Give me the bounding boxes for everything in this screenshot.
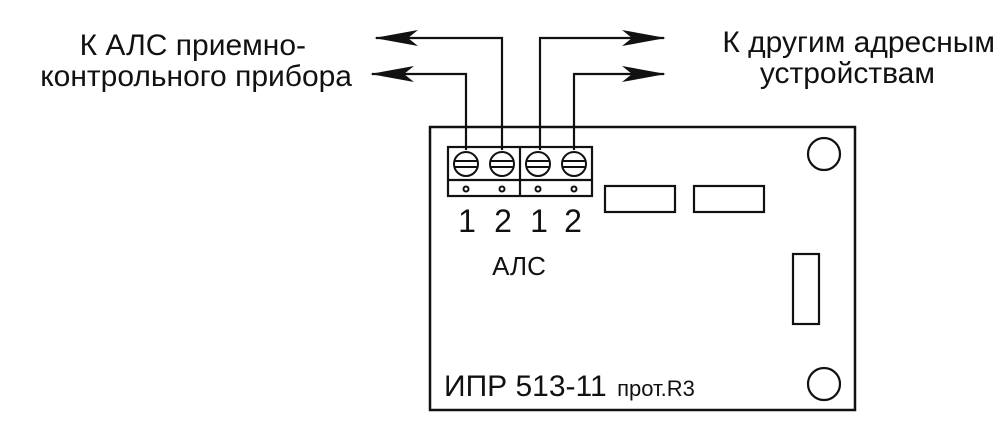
screw-2: [489, 151, 515, 193]
screw-4: [561, 151, 587, 193]
left-label-line2: контрольного прибора: [40, 60, 352, 93]
terminal-label-1: 1: [458, 203, 476, 239]
bus-label: АЛС: [492, 251, 546, 281]
component-2: [692, 184, 766, 214]
model-suffix: прот.R3: [617, 376, 695, 401]
left-label-line1: К АЛС приемно-: [80, 29, 306, 62]
terminal-label-3: 1: [530, 203, 548, 239]
circuit-board: [428, 125, 857, 412]
wire-right-inner: [538, 30, 666, 150]
mounting-hole-top: [806, 136, 842, 172]
screw-1: [453, 151, 479, 193]
component-1: [603, 184, 677, 214]
terminal-block: [446, 145, 594, 198]
model-name: ИПР 513-11: [444, 370, 607, 403]
right-label-line2: устройствам: [760, 57, 935, 90]
wire-left-inner: [370, 66, 468, 150]
model-label: ИПР 513-11 прот.R3: [444, 370, 695, 403]
mounting-hole-bottom: [806, 366, 842, 402]
right-label-line1: К другим адресным: [722, 26, 995, 59]
terminal-label-2: 2: [494, 203, 512, 239]
wire-left-outer: [374, 29, 504, 150]
component-3: [791, 252, 821, 326]
terminal-label-4: 2: [564, 203, 582, 239]
screw-3: [525, 151, 551, 193]
wire-right-outer: [572, 66, 666, 150]
wires: [370, 29, 666, 150]
